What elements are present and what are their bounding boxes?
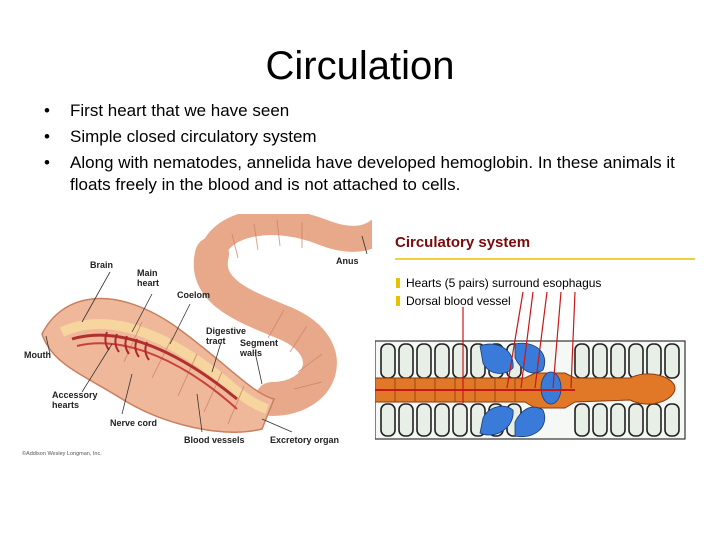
label-nerve-cord: Nerve cord bbox=[110, 418, 157, 428]
bullet-item: • First heart that we have seen bbox=[44, 100, 694, 122]
copyright-notice: ©Addison Wesley Longman, Inc. bbox=[22, 450, 102, 457]
heart-pointer-lines bbox=[462, 291, 576, 403]
label-coelom: Coelom bbox=[177, 290, 210, 300]
bullet-marker: • bbox=[44, 153, 50, 172]
bullet-item: • Simple closed circulatory system bbox=[44, 126, 694, 148]
label-brain: Brain bbox=[90, 260, 113, 270]
leader-lines bbox=[45, 235, 368, 433]
label-blood-vessels: Blood vessels bbox=[184, 435, 245, 445]
segmented-body bbox=[375, 340, 686, 440]
diagram-bullet-hearts: Hearts (5 pairs) surround esophagus bbox=[406, 276, 601, 290]
worm-body bbox=[41, 214, 372, 433]
bullet-item: • Along with nematodes, annelida have dev… bbox=[44, 152, 694, 196]
slide-title: Circulation bbox=[265, 44, 455, 88]
circulatory-system-diagram: Circulatory system Hearts (5 pairs) surr… bbox=[375, 234, 695, 440]
label-anus: Anus bbox=[336, 256, 359, 266]
bullet-text: Along with nematodes, annelida have deve… bbox=[70, 153, 675, 194]
bullet-marker-yellow bbox=[396, 296, 400, 306]
bullet-text: Simple closed circulatory system bbox=[70, 127, 317, 146]
bullet-list: • First heart that we have seen • Simple c… bbox=[44, 100, 694, 200]
diagram-bullet-dorsal: Dorsal blood vessel bbox=[406, 294, 511, 308]
label-excretory-organ: Excretory organ bbox=[270, 435, 339, 445]
diagram-title: Circulatory system bbox=[395, 234, 530, 251]
bullet-marker: • bbox=[44, 127, 50, 146]
bullet-marker: • bbox=[44, 101, 50, 120]
label-mouth: Mouth bbox=[24, 350, 51, 360]
bullet-text: First heart that we have seen bbox=[70, 101, 290, 120]
bullet-marker-yellow bbox=[396, 278, 400, 288]
